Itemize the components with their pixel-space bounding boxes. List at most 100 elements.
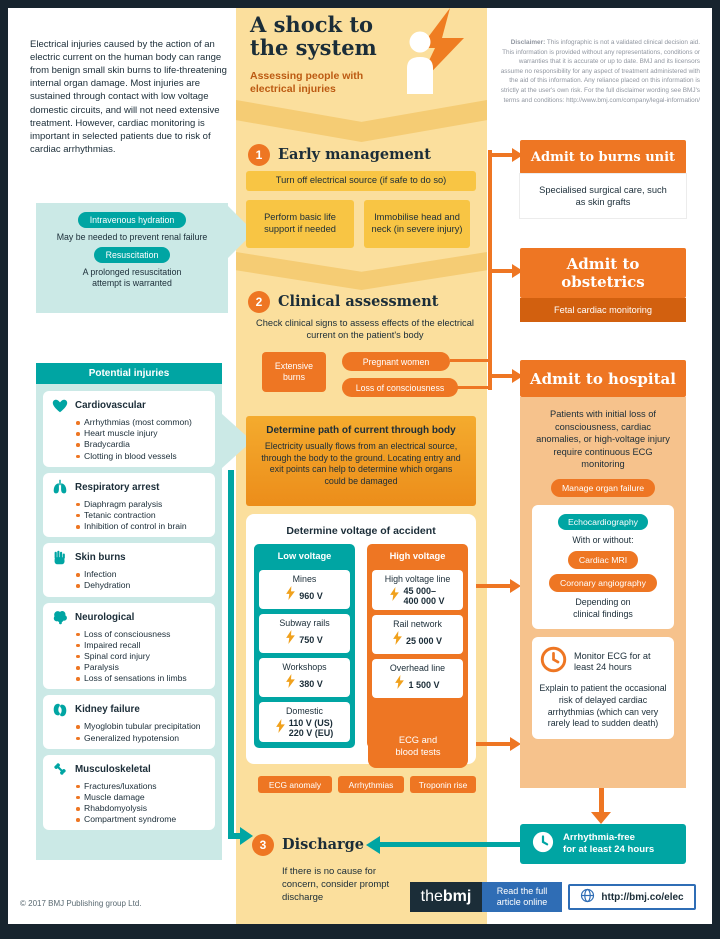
side-notes-box: Intravenous hydration May be needed to p… [36, 203, 228, 313]
voltage-item-rail: Rail network 25 000 V [372, 615, 463, 654]
flag-loss-of-consciousness: Loss of consciousness [342, 378, 458, 397]
hand-icon [50, 548, 70, 567]
lightning-icon [286, 586, 296, 605]
voltage-box: Determine voltage of accident Low voltag… [246, 514, 476, 764]
disclaimer-text: This infographic is not a validated clin… [500, 39, 700, 104]
article-url-text: http://bmj.co/elec [601, 891, 684, 903]
injury-group-title: Kidney failure [75, 704, 140, 716]
heart-icon [50, 396, 70, 415]
arrow-burns-head [512, 148, 523, 162]
arrhythmia-discharge-head [366, 836, 380, 854]
voltage-value: 750 V [299, 634, 323, 645]
injury-card-musculoskeletal: Musculoskeletal Fractures/luxations Musc… [43, 754, 215, 831]
injury-card-kidney: Kidney failure Myoglobin tubular precipi… [43, 695, 215, 749]
admit-burns-unit-title: Admit to burns unit [520, 140, 686, 174]
step2-intro: Check clinical signs to assess effects o… [256, 318, 474, 341]
step1-box-life-support: Perform basic life support if needed [246, 200, 354, 248]
step1-box-immobilise: Immobilise head and neck (in severe inju… [364, 200, 470, 248]
finding-ecg-anomaly: ECG anomaly [258, 776, 332, 793]
injury-item: Loss of consciousness [76, 629, 208, 640]
injury-item: Heart muscle injury [76, 428, 208, 439]
voltage-place: High voltage line [384, 574, 451, 584]
voltage-value: 25 000 V [405, 635, 443, 646]
injury-item: Clotting in blood vessels [76, 451, 208, 462]
discharge-path-horizontal [228, 833, 244, 839]
voltage-title: Determine voltage of accident [286, 525, 436, 537]
voltage-place: Subway rails [279, 618, 330, 628]
injury-group-title: Cardiovascular [75, 400, 146, 411]
step3-title: Discharge [282, 836, 365, 853]
arrhythmia-discharge-line [380, 842, 520, 847]
discharge-text: If there is no cause for concern, consid… [282, 866, 390, 903]
voltage-value: 110 V (US) 220 V (EU) [288, 718, 334, 738]
step2-number: 2 [248, 291, 270, 313]
injury-item: Arrhythmias (most common) [76, 417, 208, 428]
lightning-icon [395, 675, 405, 694]
injury-item: Diaphragm paralysis [76, 499, 208, 510]
arrow-hospital-head [512, 369, 523, 383]
step1-number: 1 [248, 144, 270, 166]
voltage-place: Mines [292, 574, 317, 584]
voltage-value: 960 V [299, 590, 323, 601]
globe-icon [580, 888, 595, 906]
step3-number: 3 [252, 834, 274, 856]
article-url-link[interactable]: http://bmj.co/elec [568, 884, 696, 910]
potential-injuries-panel: Potential injuries Cardiovascular Arrhyt… [36, 363, 222, 860]
current-path-text: Electricity usually flows from an electr… [261, 441, 461, 486]
discharge-path-head [240, 827, 253, 845]
monitor-card: Monitor ECG for at least 24 hours Explai… [532, 637, 674, 739]
injury-item: Tetanic contraction [76, 510, 208, 521]
voltage-value: 1 500 V [408, 679, 440, 690]
connector-loss [456, 386, 488, 389]
copyright: © 2017 BMJ Publishing group Ltd. [20, 899, 142, 908]
cardiac-mri-pill: Cardiac MRI [567, 551, 639, 570]
brain-icon [50, 608, 70, 627]
lightning-icon [393, 631, 402, 650]
disclaimer: Disclaimer: This infographic is not a va… [500, 38, 700, 105]
admit-hospital-panel: Patients with initial loss of consciousn… [520, 397, 686, 788]
hospital-text: Patients with initial loss of consciousn… [536, 409, 670, 470]
hydration-text: May be needed to prevent renal failure [56, 232, 208, 242]
voltage-item-domestic: Domestic 110 V (US) 220 V (EU) [259, 702, 350, 742]
injury-card-neurological: Neurological Loss of consciousness Impai… [43, 602, 215, 690]
voltage-item-mines: Mines 960 V [259, 570, 350, 609]
voltage-value: 45 000– 400 000 V [403, 586, 445, 606]
arrow-echo-line [464, 584, 512, 588]
injury-item: Impaired recall [76, 640, 208, 651]
injury-group-title: Neurological [75, 611, 135, 623]
ecg-blood-tests-box: ECG and blood tests [368, 726, 468, 768]
discharge-path-vertical [228, 470, 234, 838]
voltage-item-overhead: Overhead line 1 500 V [372, 659, 463, 698]
step1-title: Early management [278, 146, 431, 163]
injury-card-cardiovascular: Cardiovascular Arrhythmias (most common)… [43, 391, 215, 467]
injury-item: Generalized hypotension [76, 733, 208, 744]
injury-group-title: Respiratory arrest [75, 481, 160, 493]
injury-item: Infection [76, 569, 208, 580]
fetal-monitoring-text: Fetal cardiac monitoring [520, 298, 686, 322]
finding-troponin-rise: Troponin rise [410, 776, 476, 793]
lightning-icon [286, 630, 296, 649]
voltage-place: Domestic [286, 706, 323, 716]
injury-item: Muscle damage [76, 792, 208, 803]
coronary-angiography-pill: Coronary angiography [549, 574, 657, 593]
current-path-title: Determine path of current through body [266, 425, 456, 436]
admit-hospital-title: Admit to hospital [520, 360, 686, 397]
kidney-icon [50, 700, 70, 719]
admit-obstetrics-title: Admit to obstetrics [520, 248, 686, 298]
potential-injuries-title: Potential injuries [36, 363, 222, 384]
flag-pregnant-women: Pregnant women [342, 352, 450, 371]
arrow-monitor-line [468, 742, 512, 746]
monitor-text: Explain to patient the occasional risk o… [539, 683, 667, 729]
voltage-place: Overhead line [389, 663, 446, 673]
admit-burns-unit-text: Specialised surgical care, such as skin … [520, 174, 686, 218]
injury-item: Paralysis [76, 662, 208, 673]
arrow-hospital-line [488, 374, 514, 378]
disclaimer-label: Disclaimer: [510, 39, 546, 46]
voltage-item-hv-line: High voltage line 45 000– 400 000 V [372, 570, 463, 610]
connector-pregnant [450, 359, 488, 362]
voltage-value: 380 V [299, 678, 323, 689]
injury-item: Spinal cord injury [76, 651, 208, 662]
page-subtitle: Assessing people with electrical injurie… [250, 70, 364, 96]
